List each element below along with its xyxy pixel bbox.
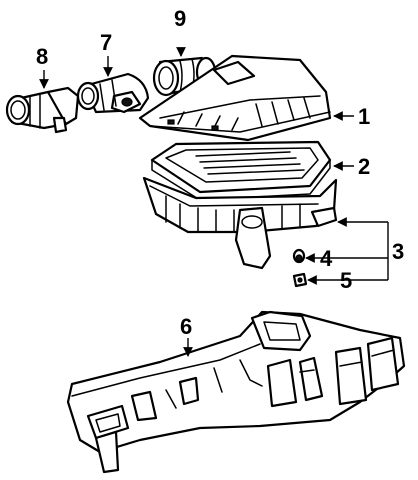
- part-3-air-cleaner-case: [142, 176, 338, 270]
- part-8-air-flow-meter: [5, 86, 80, 134]
- part-1-air-cleaner-cap: [138, 54, 332, 142]
- part-7-intake-connector: [76, 72, 150, 114]
- callout-5: 5: [340, 268, 352, 293]
- callout-6: 6: [180, 314, 192, 339]
- leader-lines: [39, 47, 389, 357]
- callout-4: 4: [320, 246, 333, 271]
- part-5-clip: [292, 272, 308, 288]
- part-2-air-filter-element: [150, 140, 332, 201]
- leader-3-bracket: [310, 221, 389, 281]
- callout-2: 2: [358, 154, 370, 179]
- callout-1: 1: [358, 104, 370, 129]
- part-4-grommet: [292, 248, 306, 264]
- callout-7: 7: [100, 30, 112, 55]
- callout-8: 8: [36, 44, 48, 69]
- callout-3: 3: [392, 239, 404, 264]
- callout-9: 9: [174, 6, 186, 31]
- part-6-intake-duct: [66, 310, 406, 474]
